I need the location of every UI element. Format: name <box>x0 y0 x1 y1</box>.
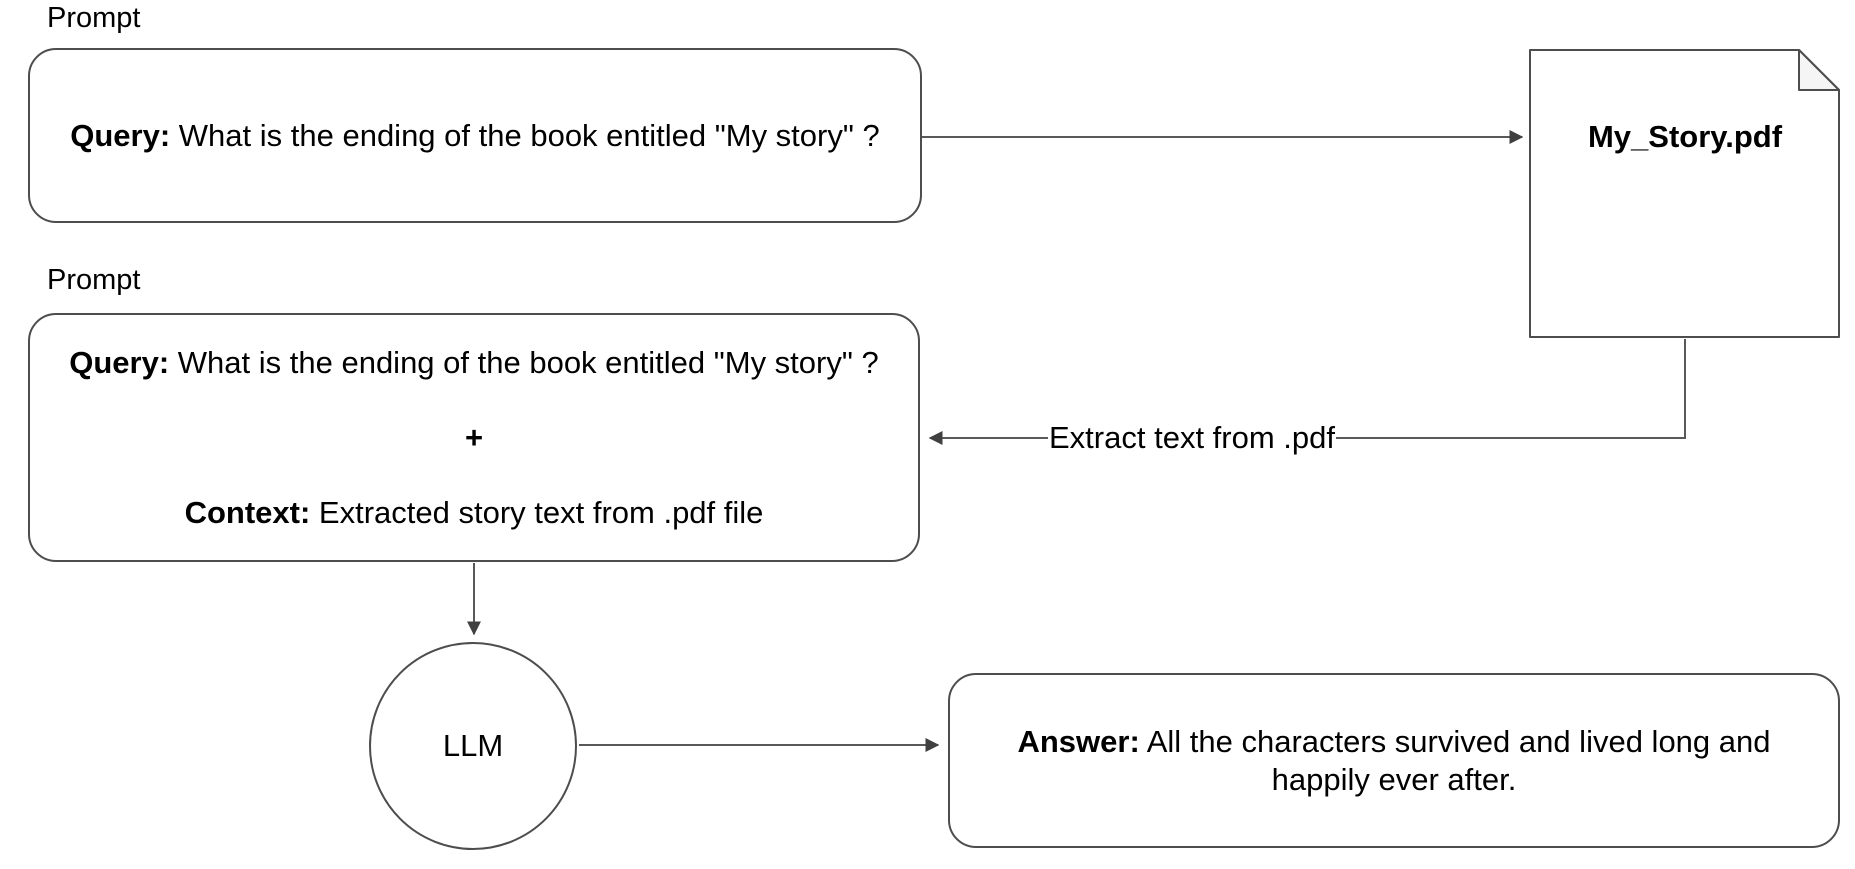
context-line: Context: Extracted story text from .pdf … <box>185 494 764 532</box>
answer-text: All the characters survived and lived lo… <box>1139 723 1771 797</box>
plus-sign: + <box>464 419 484 455</box>
prompt-label-1: Prompt <box>47 2 141 34</box>
query-line-2: Query: What is the ending of the book en… <box>69 344 878 382</box>
prompt-box-2: Query: What is the ending of the book en… <box>28 313 920 562</box>
answer-box: Answer: All the characters survived and … <box>948 673 1840 848</box>
query-prefix-2: Query: <box>69 344 170 380</box>
extract-edge-label: Extract text from .pdf <box>1048 420 1336 456</box>
llm-label: LLM <box>442 728 504 763</box>
query-text-2: What is the ending of the book entitled … <box>169 344 879 380</box>
folded-corner <box>1798 49 1840 91</box>
pdf-document-shape <box>1529 49 1840 338</box>
llm-node: LLM <box>369 642 577 850</box>
answer-prefix: Answer: <box>1017 723 1140 759</box>
query-prefix-1: Query: <box>70 117 171 153</box>
answer-text-block: Answer: All the characters survived and … <box>989 723 1799 799</box>
query-text-1: What is the ending of the book entitled … <box>170 117 880 153</box>
context-text: Extracted story text from .pdf file <box>310 494 764 530</box>
prompt-label-2: Prompt <box>47 264 141 296</box>
context-prefix: Context: <box>184 494 311 530</box>
pdf-file-name: My_Story.pdf <box>1587 119 1783 154</box>
prompt-box-1: Query: What is the ending of the book en… <box>28 48 922 223</box>
query-line-1: Query: What is the ending of the book en… <box>70 117 879 155</box>
